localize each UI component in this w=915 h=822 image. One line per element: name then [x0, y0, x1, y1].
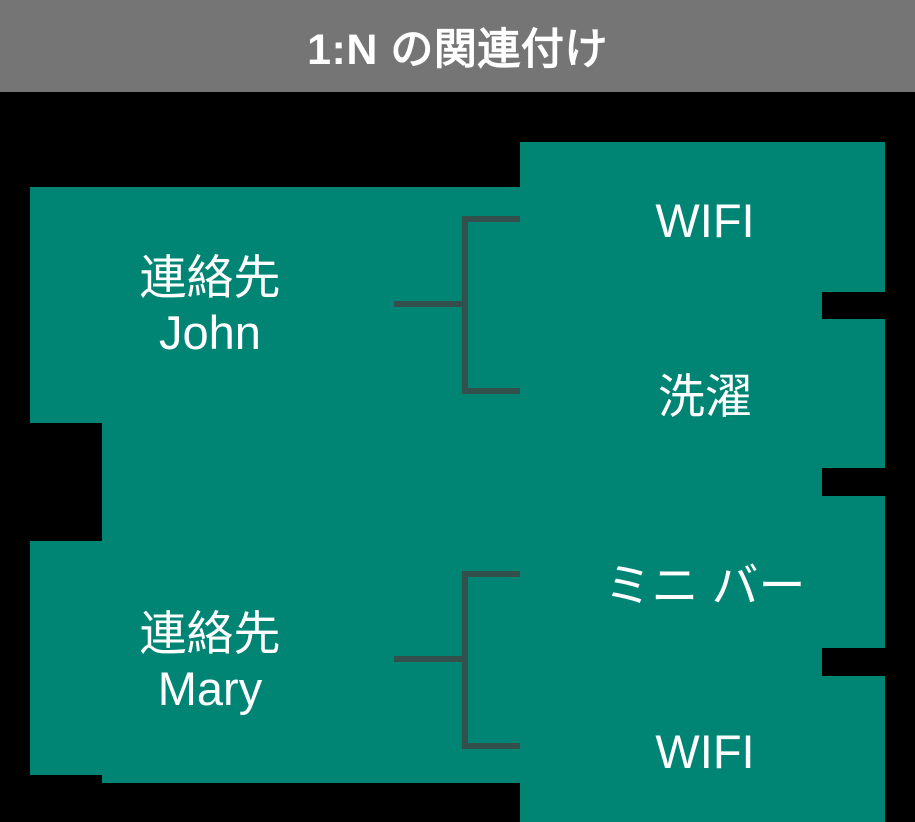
connector-john-top-arm [462, 216, 520, 222]
connector-mary-stem [394, 656, 462, 662]
connector-john-spine [462, 216, 468, 394]
left-panel-foot [102, 775, 520, 783]
left-panel-bridge [102, 423, 520, 541]
connector-john-stem [394, 301, 462, 307]
page-title: 1:N の関連付け [307, 26, 608, 74]
right-notch-2 [822, 468, 885, 496]
header-bar [0, 0, 915, 92]
connector-mary-spine [462, 571, 468, 749]
connector-mary-top-arm [462, 571, 520, 577]
connector-john-bottom-arm [462, 388, 520, 394]
right-notch-3 [822, 648, 885, 676]
connector-mary-bottom-arm [462, 743, 520, 749]
right-notch-1 [822, 292, 885, 319]
